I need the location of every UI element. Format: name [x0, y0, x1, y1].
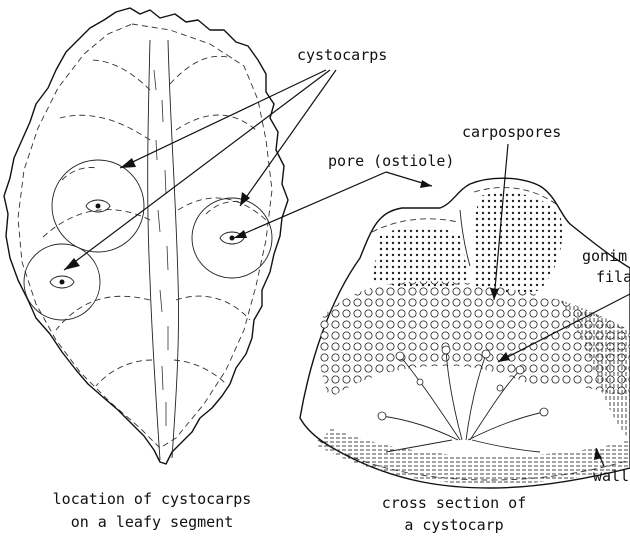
- cystocarp-2: [24, 244, 100, 320]
- caption-right-line2: a cystocarp: [404, 516, 503, 534]
- leaf-veins: [40, 56, 266, 386]
- midrib-hatching: [154, 70, 168, 426]
- carpospore-mass-right: [472, 193, 562, 295]
- cystocarps-arrows: [64, 70, 336, 270]
- label-gonim: gonim: [582, 247, 627, 265]
- leaf-midrib: [148, 40, 179, 460]
- label-fila: fila: [596, 268, 630, 286]
- cystocarp-1: [52, 160, 144, 252]
- label-wall: wall: [593, 467, 629, 485]
- leaf-inner-margin: [18, 24, 272, 448]
- label-pore-ostiole: pore (ostiole): [328, 152, 454, 170]
- label-carpospores: carpospores: [462, 123, 561, 141]
- caption-left-line1: location of cystocarps: [53, 490, 252, 508]
- carpospore-mass-left: [372, 226, 470, 288]
- caption-left-line2: on a leafy segment: [71, 513, 234, 531]
- caption-right-line1: cross section of: [382, 494, 527, 512]
- cystocarp-3: [192, 198, 272, 278]
- label-cystocarps: cystocarps: [297, 46, 387, 64]
